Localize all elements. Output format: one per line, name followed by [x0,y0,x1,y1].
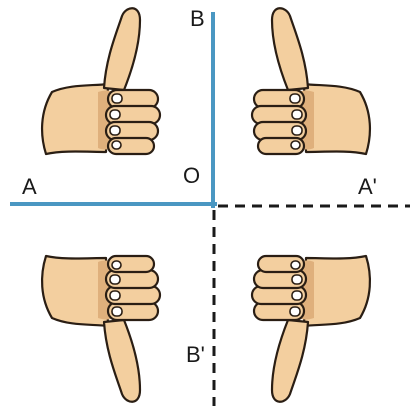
thumbs-down-hand-bottom-right [252,256,370,402]
thumbs-up-hand-top-right [252,8,370,154]
label-a: A [22,176,37,198]
label-b: B [190,8,205,30]
thumbs-down-hand-bottom-left [42,256,160,402]
label-o: O [183,165,200,187]
thumbs-up-hand-top-left [42,8,160,154]
label-b-prime: B' [186,344,205,366]
label-a-prime: A' [358,176,377,198]
